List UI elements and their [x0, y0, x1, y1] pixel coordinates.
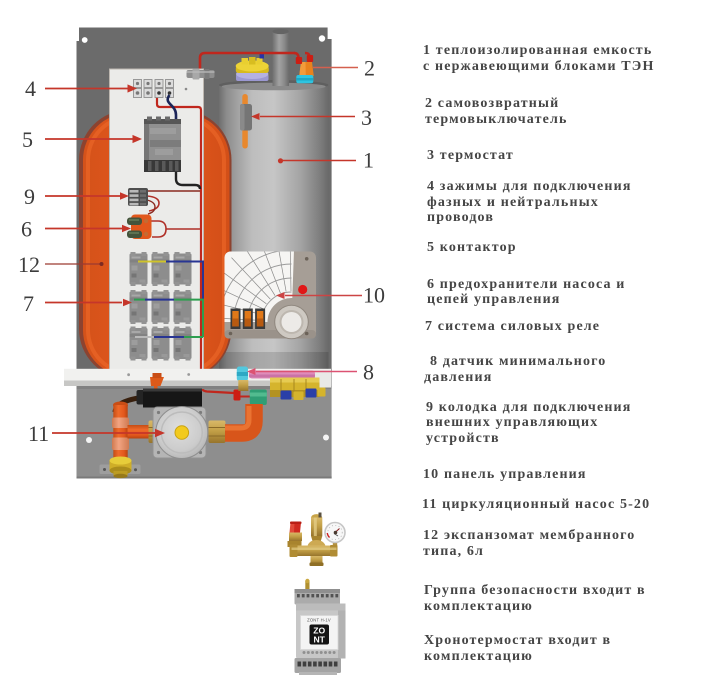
svg-text:4: 4	[25, 76, 36, 101]
svg-text:10: 10	[363, 283, 385, 308]
svg-text:2: 2	[364, 56, 375, 81]
svg-text:1: 1	[363, 148, 374, 173]
svg-text:5: 5	[22, 127, 33, 152]
svg-text:8: 8	[363, 360, 374, 385]
svg-text:ZONT H-1V: ZONT H-1V	[307, 618, 331, 623]
svg-text:6: 6	[21, 217, 32, 242]
svg-text:12: 12	[18, 252, 40, 277]
svg-text:7: 7	[23, 291, 34, 316]
svg-text:ZO: ZO	[313, 626, 325, 636]
svg-text:NT: NT	[313, 635, 325, 645]
svg-text:9: 9	[24, 184, 35, 209]
svg-text:3: 3	[361, 105, 372, 130]
svg-text:11: 11	[28, 421, 49, 446]
